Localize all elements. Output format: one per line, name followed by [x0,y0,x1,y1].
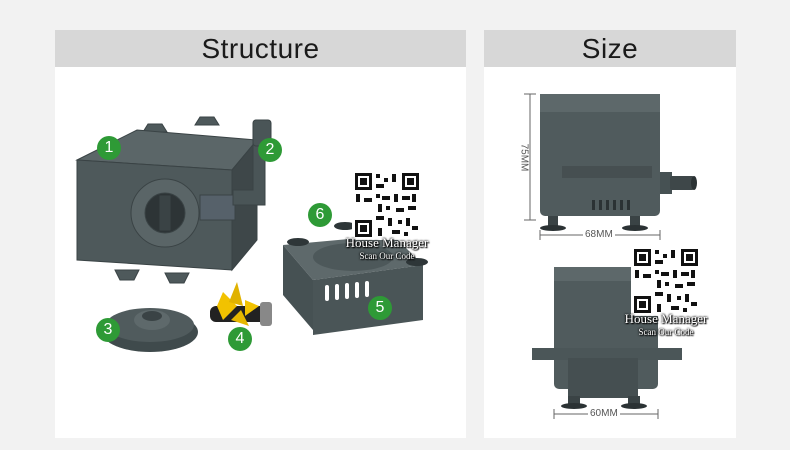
size-panel: Size [484,30,736,438]
pump-exploded-illustration [75,116,428,352]
watermark-line2: Scan Our Code [359,251,415,261]
badge-4: 4 [228,327,252,351]
depth-dimension-label: 68MM [583,229,615,240]
qr-code-icon [352,170,422,240]
badge-1: 1 [97,136,121,160]
badge-5: 5 [368,296,392,320]
structure-panel: Structure [55,30,466,438]
size-header: Size [484,30,736,67]
watermark-2: House Manager Scan Our Code [623,311,709,337]
pump-side-view [524,93,697,419]
badge-6: 6 [308,203,332,227]
height-dimension-label: 75MM [518,141,530,174]
badge-3: 3 [96,318,120,342]
structure-header: Structure [55,30,466,67]
watermark-2-line1: House Manager [624,311,708,326]
qr-code-icon-2 [631,246,701,316]
badge-2: 2 [258,138,282,162]
watermark-line1: House Manager [345,235,429,250]
watermark-2-line2: Scan Our Code [638,327,694,337]
watermark: House Manager Scan Our Code [344,235,430,261]
width-dimension-label: 60MM [588,408,620,419]
